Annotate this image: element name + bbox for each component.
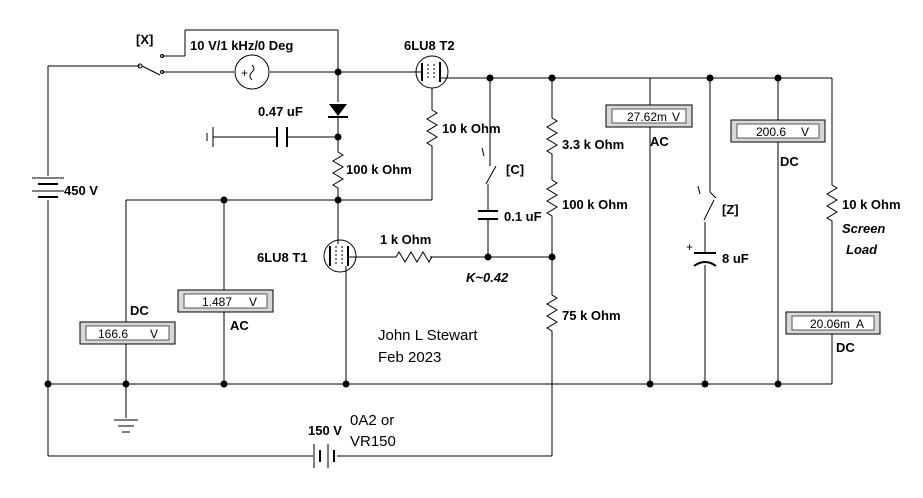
battery-150-symbol [313, 444, 335, 468]
junction-dot [342, 380, 350, 388]
junction-dot [334, 133, 342, 141]
voltmeter-dc-1[interactable]: 166.6 V [79, 321, 176, 345]
meter-2-value: 1.487 [202, 295, 232, 309]
meter-4-mode: DC [780, 154, 799, 169]
res-10k-screen-label: 10 k Ohm [842, 197, 901, 212]
resistor-75k [546, 294, 558, 335]
res-1k-label: 1 k Ohm [380, 232, 431, 247]
tube-t1-symbol [323, 238, 358, 273]
junction-dot [706, 74, 714, 82]
junctions [44, 68, 782, 388]
switch-stub [709, 191, 717, 199]
meter-3-mode: AC [650, 134, 669, 149]
junction-dot [701, 380, 709, 388]
res-33k-label: 3.3 k Ohm [562, 137, 624, 152]
ground-symbol [114, 419, 138, 433]
source-label: 10 V/1 kHz/0 Deg [190, 38, 293, 53]
switch-x-label: [X] [136, 32, 153, 47]
resistor-10k-screen [826, 184, 838, 225]
meter-2-unit: V [249, 295, 257, 309]
tube-t2-label: 6LU8 T2 [404, 38, 455, 53]
ac-source-symbol: + [234, 54, 270, 90]
meter-2-mode: AC [230, 318, 249, 333]
svg-text:+: + [241, 66, 248, 80]
voltmeter-ac-2[interactable]: 1.487 V [177, 289, 274, 313]
cap-8-label: 8 uF [722, 251, 749, 266]
meter-5-value: 20.06m [810, 317, 850, 331]
res-75k-label: 75 k Ohm [562, 308, 621, 323]
meter-1-value: 166.6 [98, 327, 128, 341]
meter-5-mode: DC [836, 340, 855, 355]
meter-1-unit: V [150, 327, 158, 341]
resistor-1k [395, 251, 433, 263]
junction-dot [774, 74, 782, 82]
regulator-label-2: VR150 [350, 433, 396, 450]
res-10k-label: 10 k Ohm [442, 121, 501, 136]
switch-blade [703, 199, 715, 221]
res-100k-mid-label: 100 k Ohm [562, 197, 628, 212]
diode-symbol [328, 104, 348, 118]
load-label: Load [846, 242, 878, 257]
date-label: Feb 2023 [378, 349, 441, 366]
junction-dot [486, 74, 494, 82]
switch-c-label: [C] [506, 162, 524, 177]
meter-4-value: 200.6 [756, 125, 786, 139]
switch-z-label: [Z] [722, 202, 739, 217]
cap-047-label: 0.47 uF [258, 104, 303, 119]
resistor-100k-mid [546, 179, 558, 226]
junction-dot [220, 196, 228, 204]
svg-text:+: + [686, 240, 693, 254]
junction-dot [122, 380, 130, 388]
resistor-3-3k [546, 117, 558, 158]
switch-arrow [697, 185, 701, 195]
junction-dot [334, 196, 342, 204]
meter-1-mode: DC [130, 303, 149, 318]
resistor-10k [426, 109, 438, 150]
tube-t2-symbol [415, 55, 455, 89]
ammeter-dc-5[interactable]: 20.06m A [785, 311, 881, 335]
cap-047-symbol [206, 127, 288, 147]
junction-dot [548, 253, 556, 261]
junction-dot [44, 380, 52, 388]
meter-5-unit: A [856, 317, 864, 331]
res-100k-top-label: 100 k Ohm [346, 162, 412, 177]
switch-c[interactable] [481, 147, 497, 185]
screen-label: Screen [842, 221, 885, 236]
switch-blade [485, 165, 497, 185]
resistor-100k-top [332, 151, 344, 193]
regulator-label-1: 0A2 or [350, 412, 394, 429]
junction-dot [548, 74, 556, 82]
cap-8-symbol: + [686, 240, 717, 267]
junction-dot [220, 380, 228, 388]
switch-z[interactable] [697, 185, 717, 221]
junction-dot [484, 253, 492, 261]
battery-150-label: 150 V [308, 423, 342, 438]
battery-450-label: 450 V [64, 183, 98, 198]
battery-450-symbol [32, 177, 64, 198]
voltmeter-ac-3[interactable]: 27.62m V [605, 104, 693, 128]
voltmeter-dc-4[interactable]: 200.6 V [730, 119, 826, 143]
junction-dot [774, 380, 782, 388]
tube-t1-label: 6LU8 T1 [257, 250, 308, 265]
author-label: John L Stewart [378, 327, 478, 344]
cap-01-symbol [478, 210, 498, 220]
wires [47, 29, 833, 457]
switch-arrow [481, 147, 485, 157]
switch-blade [141, 65, 161, 76]
switch-contact [160, 54, 164, 58]
meter-3-value: 27.62m [627, 110, 667, 124]
cap-01-label: 0.1 uF [504, 209, 542, 224]
switch-contact [160, 70, 164, 74]
junction-dot [334, 68, 342, 76]
meter-4-unit: V [801, 125, 809, 139]
switch-x[interactable] [137, 54, 164, 76]
junction-dot [646, 380, 654, 388]
k-factor-label: K~0.42 [466, 270, 509, 285]
meter-3-unit: V [672, 110, 680, 124]
